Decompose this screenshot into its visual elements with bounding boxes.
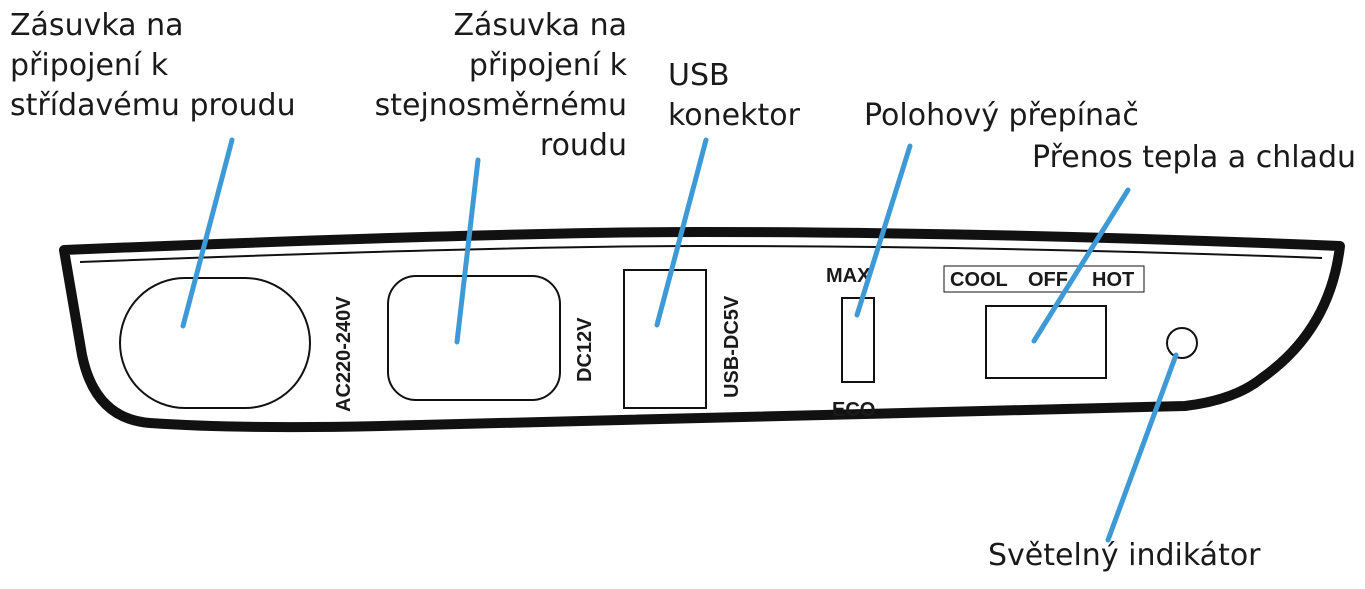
- callout-dc-line-3: stejnosměrnému: [374, 88, 627, 123]
- callout-dc-line-1: Zásuvka na: [453, 8, 628, 43]
- callout-ac-line-2: připojení k: [10, 48, 169, 83]
- eco-label: ECO: [832, 399, 875, 421]
- leader-ac: [180, 137, 235, 329]
- callout-ac-line-3: střídavému proudu: [10, 88, 296, 123]
- callout-usb-line-1: USB: [668, 58, 730, 93]
- dc-voltage-label: DC12V: [574, 317, 596, 382]
- callout-dc-line-4: roudu: [539, 128, 627, 163]
- leader-heat-cool: [1031, 187, 1131, 344]
- callout-indicator-line: Světelný indikátor: [988, 538, 1261, 573]
- callout-switch: Polohový přepínač: [864, 96, 1139, 136]
- callout-usb: USB konektor: [668, 56, 800, 136]
- callout-ac-line-1: Zásuvka na: [10, 8, 184, 43]
- callout-usb-line-2: konektor: [668, 98, 800, 133]
- callout-heat-cool-line: Přenos tepla a chladu: [1032, 140, 1356, 175]
- cool-off-hot-plate: [943, 265, 1145, 293]
- usb-voltage-label: USB-DC5V: [721, 295, 743, 398]
- cool-label: COOL: [950, 269, 1008, 291]
- callout-switch-line: Polohový přepínač: [864, 98, 1139, 133]
- callout-ac-socket: Zásuvka na připojení k střídavému proudu: [10, 6, 296, 126]
- ac-voltage-label: AC220-240V: [333, 296, 355, 412]
- callout-heat-cool: Přenos tepla a chladu: [1032, 138, 1356, 178]
- callout-dc-line-2: připojení k: [468, 48, 627, 83]
- max-label: MAX: [826, 265, 871, 287]
- usb-connector-shape: [623, 269, 707, 409]
- ac-socket-shape: [119, 277, 311, 409]
- leader-dc: [454, 157, 481, 345]
- callout-dc-socket: Zásuvka na připojení k stejnosměrnému ro…: [375, 6, 627, 166]
- hot-label: HOT: [1092, 269, 1134, 291]
- dc-socket-shape: [387, 275, 561, 401]
- leader-usb: [654, 137, 709, 328]
- leader-switch: [854, 143, 913, 318]
- heat-cool-switch-shape[interactable]: [985, 305, 1107, 379]
- off-label: OFF: [1028, 269, 1068, 291]
- leader-lines: [180, 137, 1179, 543]
- leader-indicator: [1105, 352, 1179, 543]
- callout-indicator: Světelný indikátor: [988, 536, 1261, 576]
- panel-inner-rim: [79, 244, 1323, 263]
- indicator-light-shape: [1166, 327, 1198, 359]
